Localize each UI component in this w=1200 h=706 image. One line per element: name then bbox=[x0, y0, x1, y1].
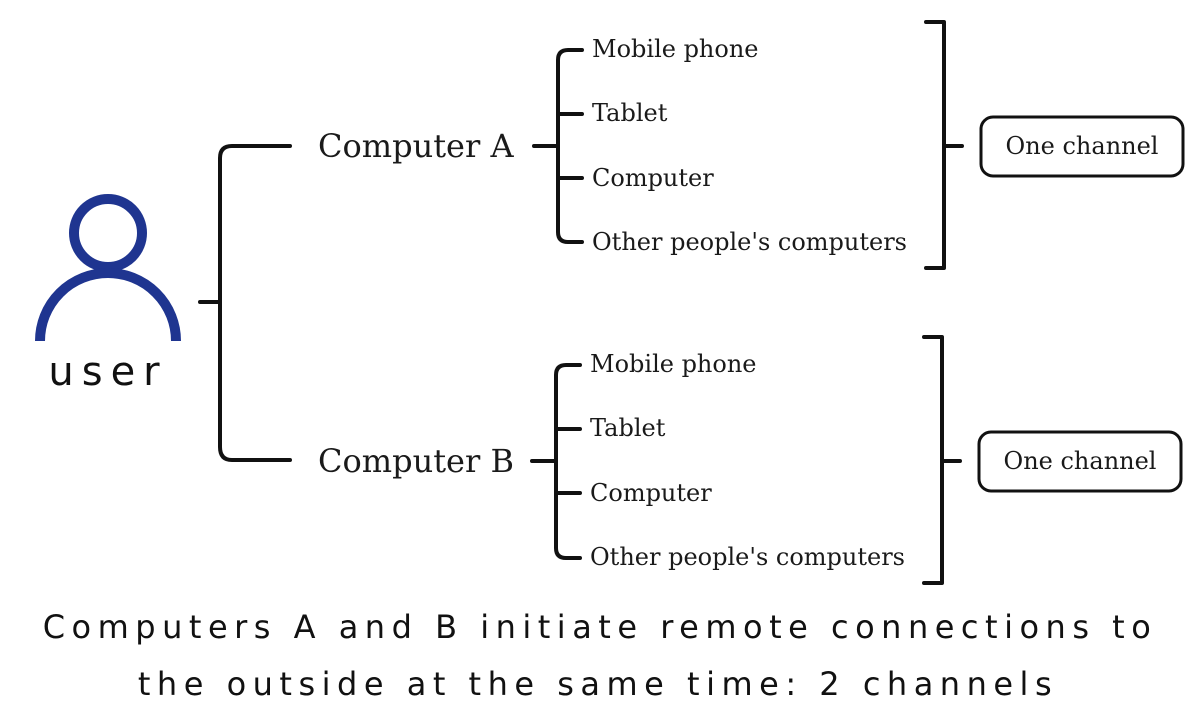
computer-a-devices-bracket bbox=[532, 48, 584, 244]
caption-line-1: Computers A and B initiate remote connec… bbox=[43, 608, 1158, 646]
user-icon bbox=[35, 194, 181, 342]
computer-a-device-3: Computer bbox=[592, 164, 714, 192]
computer-b-channel-label: One channel bbox=[1004, 447, 1157, 475]
computer-a-device-1: Mobile phone bbox=[592, 35, 759, 63]
computer-a-device-2: Tablet bbox=[592, 99, 668, 127]
computer-b-device-3: Computer bbox=[590, 479, 712, 507]
computer-a-channel-box bbox=[979, 115, 1185, 178]
computer-b-channel-bracket bbox=[922, 335, 962, 585]
computer-a-label: Computer A bbox=[318, 127, 514, 165]
user-label: user bbox=[48, 349, 167, 395]
computer-b-device-1: Mobile phone bbox=[590, 350, 757, 378]
computer-b-devices-bracket bbox=[530, 363, 582, 560]
computer-a-channel-bracket bbox=[924, 20, 964, 270]
computer-b-channel-box bbox=[977, 430, 1183, 493]
computer-a-channel-label: One channel bbox=[1006, 132, 1159, 160]
computer-b-label: Computer B bbox=[318, 442, 514, 480]
computer-b-device-4: Other people's computers bbox=[590, 543, 905, 571]
computer-a-device-4: Other people's computers bbox=[592, 228, 907, 256]
caption-line-2: the outside at the same time: 2 channels bbox=[138, 665, 1058, 703]
main-bracket bbox=[198, 144, 292, 462]
computer-b-device-2: Tablet bbox=[590, 414, 666, 442]
